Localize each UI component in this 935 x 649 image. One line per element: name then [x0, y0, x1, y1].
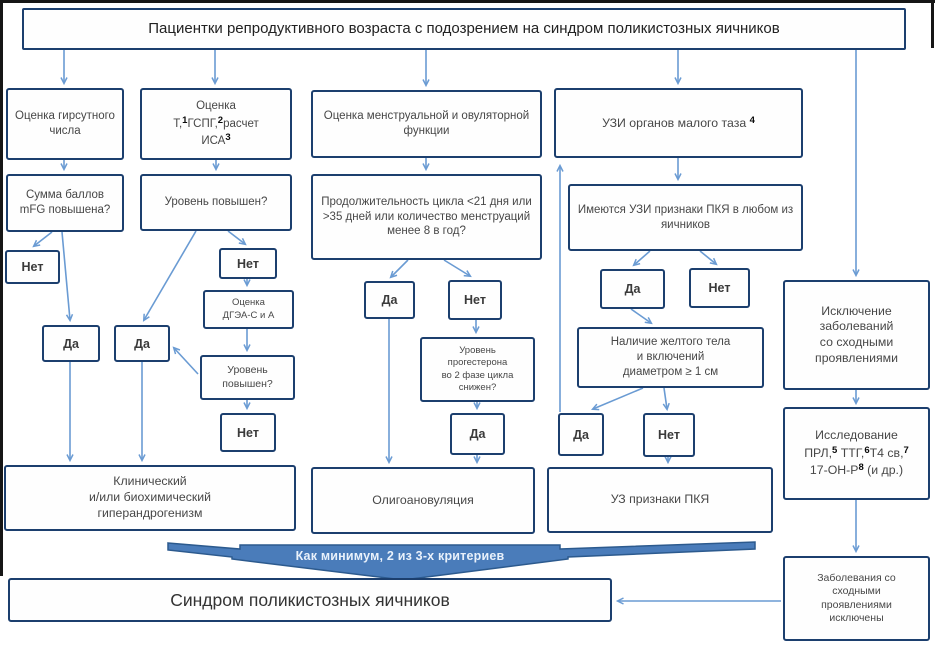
connector-arrows [32, 50, 860, 605]
node-cycle-no-label: Нет [464, 293, 486, 307]
node-androgen-elevated-question-label: Уровень повышен? [164, 196, 268, 209]
node-corpus-luteum-no: Нет [643, 413, 695, 457]
node-menstrual-assess-label: Оценка менструальной и овуляторной функц… [323, 110, 530, 137]
node-cycle-no: Нет [448, 280, 502, 320]
node-mfg-sum-question-label: Сумма баллов mFG повышена? [19, 189, 111, 216]
node-corpus-luteum-no-label: Нет [658, 428, 680, 442]
node-us-pcos-signs-criterion-label: УЗ признаки ПКЯ [610, 492, 710, 507]
node-cycle-yes: Да [364, 281, 415, 319]
node-cycle-question: Продолжительность цикла <21 дня или >35 … [311, 174, 542, 260]
node-androgen-elevated-question: Уровень повышен? [140, 174, 292, 231]
node-us-pcos-signs-criterion: УЗ признаки ПКЯ [547, 467, 773, 533]
node-progesterone-yes: Да [450, 413, 505, 455]
node-menstrual-assess: Оценка менструальной и овуляторной функц… [311, 90, 542, 158]
node-title-label: Пациентки репродуктивного возраста с под… [148, 20, 780, 38]
node-us-yes: Да [600, 269, 665, 309]
frame-border-top [0, 0, 935, 3]
node-androgen-yes-label: Да [134, 336, 150, 351]
node-androgen-no: Нет [219, 248, 277, 279]
node-us-yes-label: Да [624, 282, 641, 296]
node-us-pco-signs-question: Имеются УЗИ признаки ПКЯ в любом из яичн… [568, 184, 803, 251]
criteria-ribbon [167, 541, 756, 581]
node-final-diagnosis: Синдром поликистозных яичников [8, 578, 612, 622]
frame-border-left [0, 0, 3, 576]
node-us-no-label: Нет [708, 281, 731, 295]
frame-border-right [931, 0, 934, 48]
node-hirsutism-assess: Оценка гирсутного числа [6, 88, 124, 160]
node-us-no: Нет [689, 268, 750, 308]
node-androgen-yes: Да [114, 325, 170, 362]
node-mfg-yes: Да [42, 325, 100, 362]
node-corpus-luteum-yes-label: Да [573, 427, 589, 442]
node-oligoanovulation-criterion-label: Олигоановуляция [372, 492, 474, 507]
node-cycle-yes-label: Да [381, 293, 398, 307]
node-mfg-yes-label: Да [63, 336, 79, 351]
node-dheas-no-label: Нет [237, 425, 259, 440]
node-pelvic-ultrasound-label: УЗИ органов малого таза 4 [602, 115, 755, 131]
node-oligoanovulation-criterion: Олигоановуляция [311, 467, 535, 534]
node-androgen-no-label: Нет [237, 256, 259, 271]
node-mfg-no-label: Нет [21, 260, 44, 274]
node-pelvic-ultrasound: УЗИ органов малого таза 4 [554, 88, 803, 158]
node-mfg-sum-question: Сумма баллов mFG повышена? [6, 174, 124, 232]
node-mfg-no: Нет [5, 250, 60, 284]
node-cycle-question-label: Продолжительность цикла <21 дня или >35 … [321, 195, 532, 238]
criteria-ribbon-label: Как минимум, 2 из 3-х критериев [295, 549, 505, 563]
node-final-diagnosis-label: Синдром поликистозных яичников [170, 589, 450, 610]
node-corpus-luteum-yes: Да [558, 413, 604, 456]
node-hirsutism-assess-label: Оценка гирсутного числа [15, 110, 115, 137]
node-title: Пациентки репродуктивного возраста с под… [22, 8, 906, 50]
node-dheas-no: Нет [220, 413, 276, 452]
node-us-pco-signs-question-label: Имеются УЗИ признаки ПКЯ в любом из яичн… [577, 203, 794, 231]
node-progesterone-yes-label: Да [469, 427, 486, 441]
